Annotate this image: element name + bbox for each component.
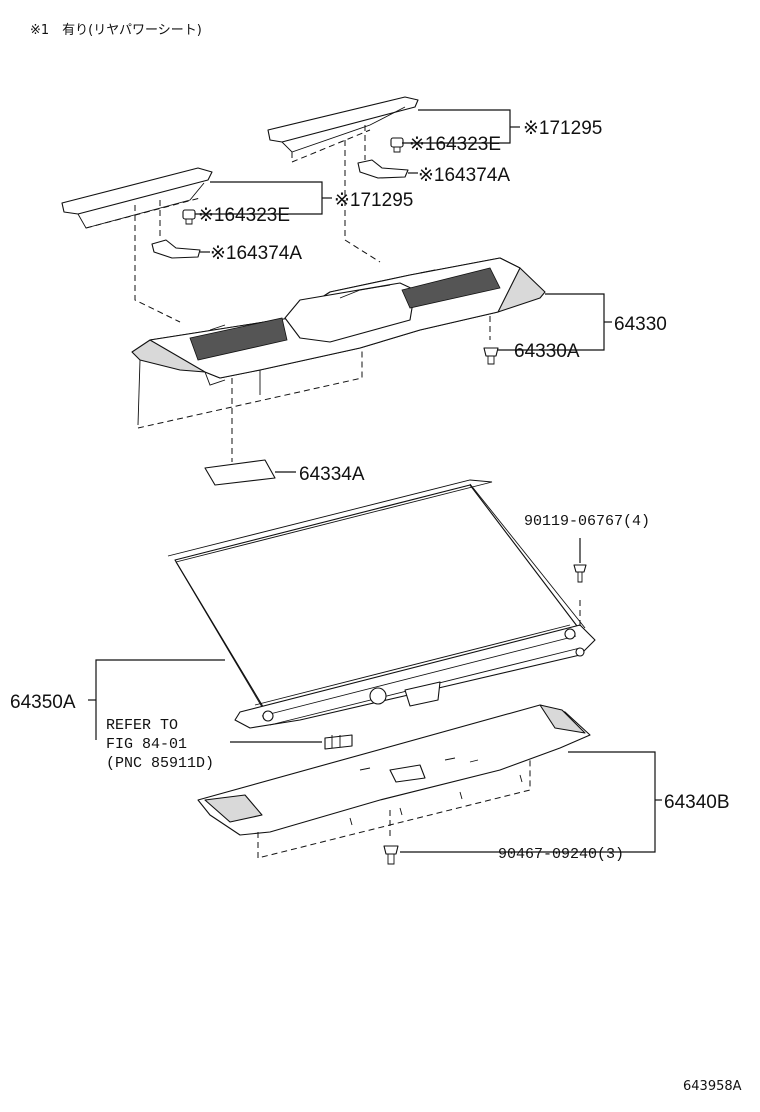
label-64374A-lower: ※164374A	[210, 243, 302, 264]
lower-trim-panel	[197, 704, 591, 859]
trim-strip-left	[61, 167, 213, 323]
label-64330: 64330	[614, 314, 667, 335]
clip-64323E-left	[182, 209, 196, 225]
label-90119-06767: 90119-06767(4)	[524, 513, 650, 530]
refer-note-line1: REFER TO	[106, 717, 178, 734]
label-71295-upper: ※171295	[523, 118, 602, 139]
label-64330A: 64330A	[514, 341, 580, 362]
leader-lines	[88, 109, 662, 853]
label-64323E-lower: ※164323E	[198, 205, 290, 226]
label-64340B: 64340B	[664, 792, 730, 813]
bracket-64374A-left	[151, 239, 201, 259]
label-64334A: 64334A	[299, 464, 365, 485]
label-64374A-upper: ※164374A	[418, 165, 510, 186]
refer-note-line2: FIG 84-01	[106, 736, 187, 753]
refer-note-line3: (PNC 85911D)	[106, 755, 214, 772]
clip-64323E-right	[390, 137, 404, 153]
trim-strip-right	[267, 96, 419, 263]
tonneau-cover-assembly	[167, 479, 596, 729]
label-64350A: 64350A	[10, 692, 76, 713]
connector-small	[324, 734, 353, 750]
bracket-64374A-right	[357, 159, 409, 179]
label-71295-lower: ※171295	[334, 190, 413, 211]
pad-64334A	[204, 459, 276, 486]
label-64323E-upper: ※164323E	[409, 134, 501, 155]
package-tray-trim	[131, 257, 546, 429]
header-note: ※1 有り(リヤパワーシート)	[30, 23, 202, 38]
bolt-90119	[573, 564, 587, 583]
figure-id: 643958A	[683, 1079, 742, 1094]
label-90467-09240: 90467-09240(3)	[498, 846, 624, 863]
clip-64330A	[483, 347, 499, 365]
clip-90467	[383, 845, 399, 865]
